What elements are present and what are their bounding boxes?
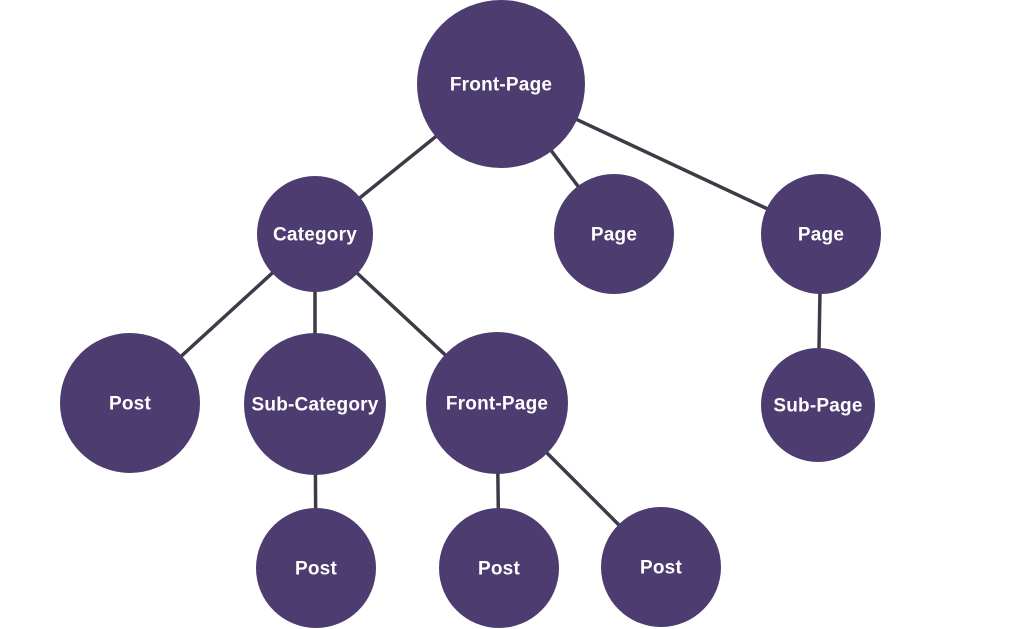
node-front-page-2: Front-Page (426, 332, 568, 474)
node-label-post-bottom-3: Post (640, 558, 682, 579)
node-label-front-page-2: Front-Page (446, 394, 548, 415)
node-circle-front-page-root (417, 0, 585, 168)
node-page-right: Page (761, 174, 881, 294)
node-label-sub-category: Sub-Category (252, 395, 379, 416)
node-post-bottom-2: Post (439, 508, 559, 628)
node-post-left: Post (60, 333, 200, 473)
node-label-post-bottom-2: Post (478, 559, 520, 580)
node-sub-page: Sub-Page (761, 348, 875, 462)
node-sub-category: Sub-Category (244, 333, 386, 475)
node-page-mid: Page (554, 174, 674, 294)
node-circle-page-right (761, 174, 881, 294)
node-circle-post-left (60, 333, 200, 473)
node-label-post-left: Post (109, 394, 151, 415)
node-label-post-bottom-1: Post (295, 559, 337, 580)
node-label-page-right: Page (798, 225, 844, 246)
node-circle-post-bottom-1 (256, 508, 376, 628)
node-category: Category (257, 176, 373, 292)
node-circle-category (257, 176, 373, 292)
node-label-category: Category (273, 225, 357, 246)
node-circle-page-mid (554, 174, 674, 294)
node-circle-post-bottom-2 (439, 508, 559, 628)
node-label-sub-page: Sub-Page (773, 396, 862, 417)
node-circle-sub-page (761, 348, 875, 462)
node-circle-front-page-2 (426, 332, 568, 474)
node-post-bottom-1: Post (256, 508, 376, 628)
node-post-bottom-3: Post (601, 507, 721, 627)
node-front-page-root: Front-Page (417, 0, 585, 168)
node-label-page-mid: Page (591, 225, 637, 246)
node-circle-sub-category (244, 333, 386, 475)
node-circle-post-bottom-3 (601, 507, 721, 627)
node-label-front-page-root: Front-Page (450, 75, 552, 96)
